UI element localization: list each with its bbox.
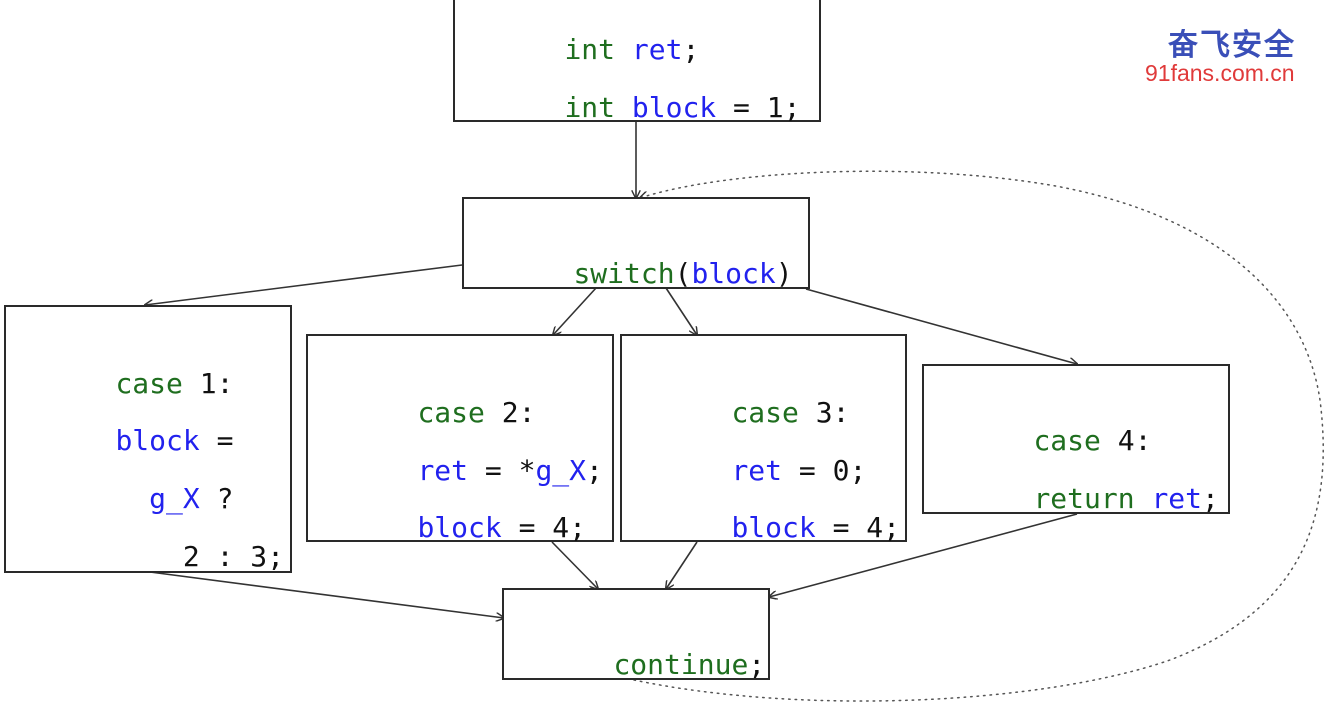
code-line: block = 4; (350, 483, 586, 573)
case-3-block: case 3: ret = 0; block = 4; (620, 334, 907, 543)
case-1-block: case 1: block = g_X ? 2 : 3; (4, 305, 292, 573)
edge-case4-to-continue (769, 513, 1078, 597)
code-token: = 4; (815, 511, 901, 544)
continue-block: continue; (502, 588, 770, 680)
code-line: 2 : 3; (48, 512, 284, 602)
code-token: = 0; (782, 454, 867, 487)
switch-block: switch(block) (462, 197, 810, 289)
code-token: 1: (182, 367, 234, 400)
code-line: ret = *g_X; (350, 426, 603, 516)
code-token: g_X (535, 454, 587, 487)
code-token: case (1033, 424, 1101, 457)
edge-switch-to-case4 (805, 288, 1077, 364)
code-line: ret = 0; (664, 426, 866, 516)
code-line: case 3: (664, 368, 849, 458)
code-token: g_X (149, 482, 200, 515)
watermark-url: 91fans.com.cn (1145, 60, 1295, 86)
code-token: ) (775, 257, 793, 290)
edge-continue-loop-to-switch (633, 170, 1324, 702)
code-token: int (564, 33, 616, 66)
code-line: int block = 1; (497, 63, 800, 153)
edge-switch-to-case2 (553, 287, 597, 335)
code-line: case 1: (48, 339, 233, 429)
code-token: return (1033, 482, 1135, 515)
code-token (615, 33, 632, 66)
code-line: block = (48, 396, 233, 486)
code-token: switch (573, 257, 675, 290)
code-token: ret (631, 33, 683, 66)
code-token: case (115, 367, 183, 400)
code-token: = (199, 424, 234, 457)
code-token: = * (468, 454, 536, 487)
code-token: block (691, 257, 776, 290)
code-token: ? (199, 482, 234, 515)
code-token: block (631, 91, 717, 124)
code-token: case (417, 396, 485, 429)
code-token: ( (674, 257, 692, 290)
code-token: 2: (484, 396, 536, 429)
code-token: ret (417, 454, 469, 487)
code-line: g_X ? (48, 454, 233, 544)
code-line: block = 4; (664, 483, 900, 573)
code-token: ; (586, 454, 603, 487)
edge-case3-to-continue (666, 541, 698, 589)
code-token: ; (1202, 482, 1219, 515)
code-token: block (731, 511, 816, 544)
edge-case2-to-continue (551, 541, 598, 589)
code-token: case (731, 396, 799, 429)
code-token: = 4; (501, 511, 587, 544)
code-token (615, 91, 632, 124)
watermark-title: 奋飞安全 (1168, 28, 1296, 63)
code-token: ; (748, 648, 766, 681)
code-token: ret (731, 454, 783, 487)
edge-case1-to-continue (149, 571, 504, 618)
code-token: ret (1151, 482, 1203, 515)
code-token: block (417, 511, 502, 544)
entry-block: int ret; int block = 1; (453, 0, 821, 123)
code-line: case 2: (350, 368, 535, 458)
code-line: return ret; (966, 454, 1219, 544)
code-line: switch(block) (506, 229, 793, 319)
code-token: 4: (1100, 424, 1152, 457)
case-2-block: case 2: ret = *g_X; block = 4; (306, 334, 614, 543)
code-token: int (564, 91, 616, 124)
code-token: 3: (798, 396, 850, 429)
edge-switch-to-case1 (145, 264, 463, 305)
code-line: continue; (546, 620, 765, 710)
code-token: block (115, 424, 200, 457)
code-token: continue (613, 648, 749, 681)
code-line: case 4: (966, 396, 1151, 486)
case-4-block: case 4: return ret; (922, 364, 1230, 514)
code-line: int ret; (497, 5, 699, 95)
code-token: 2 : 3; (115, 540, 285, 573)
edge-switch-to-case3 (665, 287, 697, 335)
code-token: ; (682, 33, 700, 66)
code-token (1135, 482, 1152, 515)
code-token: = 1; (716, 91, 801, 124)
code-token (115, 482, 149, 515)
